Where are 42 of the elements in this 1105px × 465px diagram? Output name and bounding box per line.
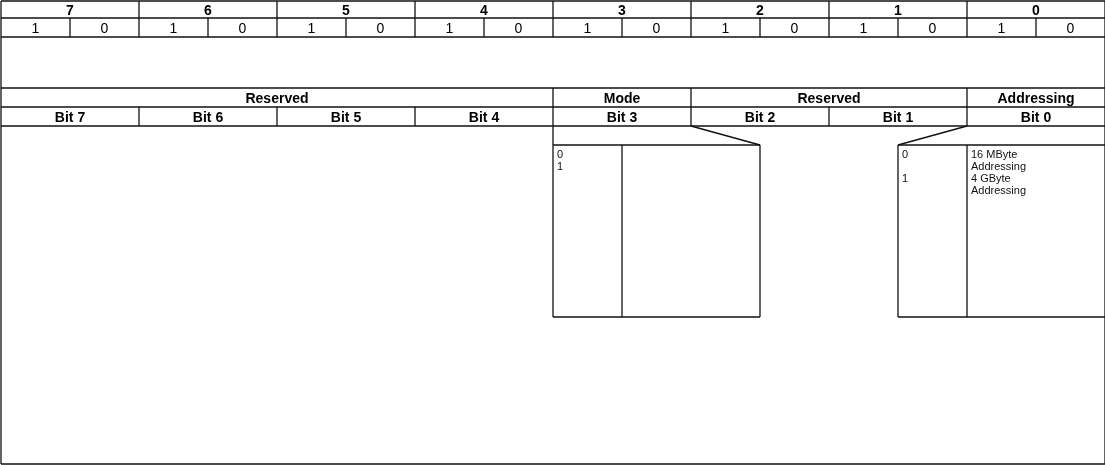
field-name: Reserved xyxy=(245,89,309,106)
field-name: Mode xyxy=(603,89,641,106)
bit-value: 0 xyxy=(902,148,909,160)
field-name: Addressing xyxy=(997,89,1075,106)
bit-value: 1 xyxy=(859,19,868,36)
bit-label: Bit 5 xyxy=(330,108,362,125)
bit-value: 1 xyxy=(445,19,454,36)
bit-value: 1 xyxy=(997,19,1006,36)
bit-value: 0 xyxy=(928,19,937,36)
field-name: Reserved xyxy=(797,89,861,106)
bit-value: 1 xyxy=(31,19,40,36)
bit-value: 0 xyxy=(238,19,247,36)
bit-number: 0 xyxy=(1032,1,1040,18)
bit-label: Bit 3 xyxy=(606,108,638,125)
bit-value: 0 xyxy=(514,19,523,36)
bit-value: 1 xyxy=(307,19,316,36)
bit-value: 0 xyxy=(790,19,799,36)
bit-label: Bit 6 xyxy=(192,108,224,125)
bit-value: 0 xyxy=(652,19,661,36)
bit-label: Bit 2 xyxy=(744,108,776,125)
bit-number: 3 xyxy=(618,1,626,18)
value-description: 4 GByte Addressing xyxy=(971,172,1028,196)
bit-label: Bit 1 xyxy=(882,108,914,125)
bit-value: 0 xyxy=(376,19,385,36)
bit-value: 1 xyxy=(583,19,592,36)
bit-value: 0 xyxy=(557,148,564,160)
bit-number: 6 xyxy=(204,1,212,18)
bit-number: 2 xyxy=(756,1,764,18)
bit-value: 1 xyxy=(902,172,909,184)
bit-value: 0 xyxy=(1066,19,1075,36)
bit-value: 0 xyxy=(100,19,109,36)
bit-label: Bit 4 xyxy=(468,108,500,125)
value-description: 16 MByte Addressing xyxy=(971,148,1028,172)
bit-value: 1 xyxy=(169,19,178,36)
bit-number: 5 xyxy=(342,1,350,18)
bit-number: 7 xyxy=(66,1,74,18)
bit-number: 4 xyxy=(480,1,488,18)
bit-value: 1 xyxy=(557,160,564,172)
bit-value: 1 xyxy=(721,19,730,36)
bit-number: 1 xyxy=(894,1,902,18)
bit-label: Bit 0 xyxy=(1020,108,1052,125)
bit-label: Bit 7 xyxy=(54,108,86,125)
